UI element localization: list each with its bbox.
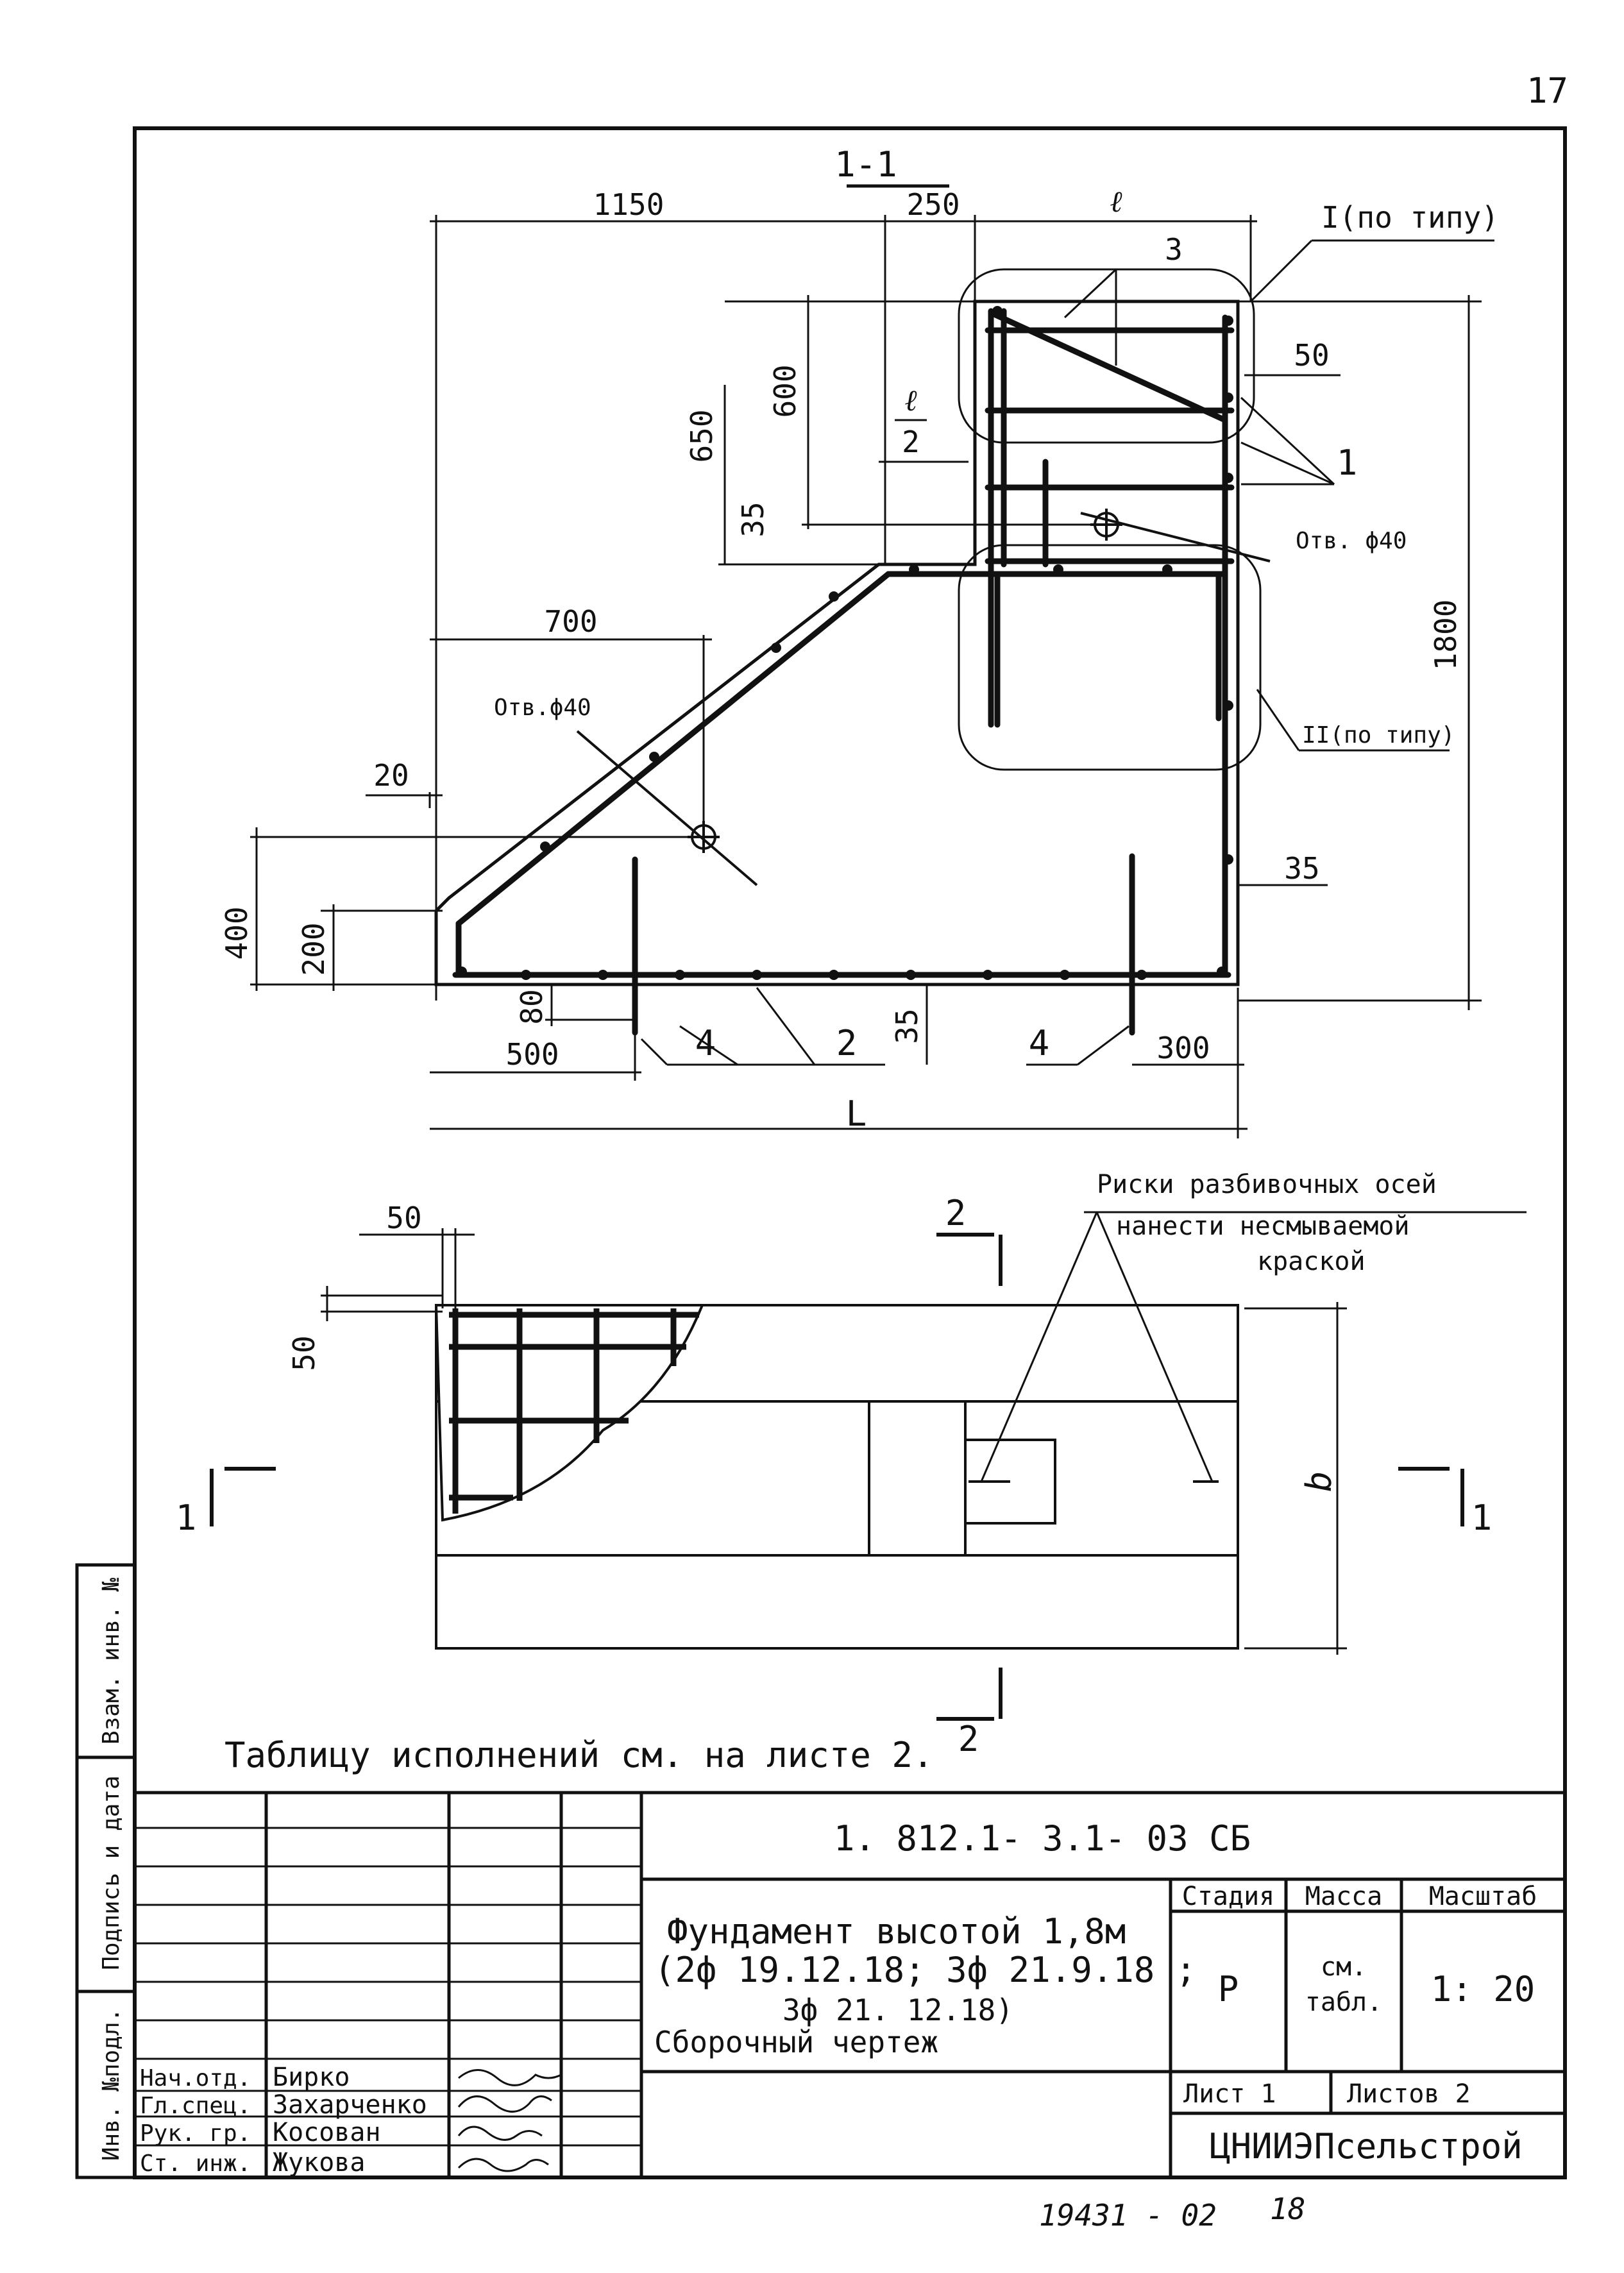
dim-500: 500	[505, 1037, 559, 1072]
staff-rows: Нач.отд. Бирко Гл.спец. Захарченко Рук. …	[140, 2063, 427, 2177]
hole-label-left: Отв.ϕ40	[494, 695, 591, 721]
footer-number: 19431 - 02	[1039, 2198, 1217, 2233]
footer-page: 18	[1270, 2192, 1305, 2226]
node-I-label: I(по типу)	[1321, 200, 1499, 235]
mass-value-2: табл.	[1305, 1988, 1382, 2017]
dim-35-right: 35	[1284, 851, 1319, 886]
table-note: Таблицу исполнений см. на листе 2.	[224, 1735, 933, 1775]
dim-50-right: 50	[1294, 338, 1329, 373]
dim-200: 200	[296, 922, 331, 976]
foundation-outline	[434, 300, 1240, 986]
sheets-label: Листов 2	[1347, 2079, 1471, 2109]
organization: ЦНИИЭПсельстрой	[1210, 2126, 1523, 2167]
staff-role: Гл.спец.	[140, 2093, 251, 2119]
node-II-outline	[958, 544, 1262, 771]
doc-code: 1. 812.1- 3.1- 03 СБ	[834, 1818, 1251, 1859]
position-3: 3	[1165, 232, 1183, 267]
cut-label-1-left: 1	[176, 1498, 197, 1538]
title-line-3: 3ф 21. 12.18)	[782, 1993, 1013, 2027]
sheet-frame	[133, 126, 1567, 2179]
dim-L: L	[846, 1094, 867, 1134]
cut-label-2-top: 2	[945, 1193, 967, 1233]
cut-markers	[210, 1233, 1464, 1721]
dim-1800: 1800	[1428, 600, 1463, 671]
signatures	[457, 2069, 562, 2172]
position-1: 1	[1337, 443, 1358, 483]
plan-dim-50-side: 50	[287, 1335, 321, 1371]
staff-name: Жукова	[273, 2148, 366, 2177]
position-2: 2	[836, 1023, 858, 1063]
stamp-podpis-data: Подпись и дата	[98, 1775, 124, 1970]
mass-label: Масса	[1305, 1882, 1382, 1911]
leader-lines	[640, 239, 1494, 1066]
staff-role: Нач.отд.	[140, 2065, 251, 2091]
stage-label: Стадия	[1182, 1882, 1275, 1911]
title-line-2: (2ф 19.12.18; 3ф 21.9.18 ;	[654, 1950, 1196, 1990]
hole-label-right: Отв. ϕ40	[1296, 528, 1407, 554]
section-title: 1-1	[834, 144, 897, 185]
dim-35-bottom: 35	[890, 1008, 924, 1044]
title-line-1: Фундамент высотой 1,8м	[667, 1911, 1126, 1952]
mesh-bars	[449, 1308, 699, 1514]
title-line-4: Сборочный чертеж	[654, 2025, 938, 2059]
stamp-inv-podl: Инв. №подл.	[98, 2008, 124, 2161]
staff-name: Косован	[273, 2118, 381, 2147]
staff-name: Бирко	[273, 2063, 350, 2092]
stamp-vzam-inv: Взам. инв. №	[98, 1578, 124, 1745]
dimension-lines	[250, 215, 1482, 1138]
dim-35-left: 35	[736, 502, 770, 537]
node-II-label: II(по типу)	[1302, 722, 1455, 748]
scale-value: 1: 20	[1431, 1969, 1535, 2009]
dim-400: 400	[219, 906, 254, 959]
staff-role: Ст. инж.	[140, 2150, 251, 2177]
note-line-2: нанести несмываемой	[1116, 1212, 1410, 1241]
cut-label-1-right: 1	[1471, 1498, 1493, 1538]
staff-role: Рук. гр.	[140, 2120, 251, 2147]
staff-name: Захарченко	[273, 2090, 427, 2120]
dim-80: 80	[514, 989, 549, 1024]
plan-dim-50-top: 50	[386, 1201, 421, 1235]
plan-dim-b: b	[1299, 1471, 1339, 1492]
plan-view: 50 50 b Риски разбивочных осей нанести н…	[176, 1170, 1527, 1759]
dim-l-half-num: ℓ	[904, 383, 917, 418]
scale-label: Масштаб	[1429, 1882, 1537, 1911]
mass-value-1: см.	[1321, 1952, 1367, 1982]
dim-1150: 1150	[593, 187, 664, 222]
cut-label-2-bottom: 2	[958, 1719, 979, 1759]
title-block: 1. 812.1- 3.1- 03 СБ Фундамент высотой 1…	[135, 1791, 1565, 2177]
note-line-3: краской	[1257, 1247, 1366, 1276]
mesh-breakout	[434, 1304, 704, 1522]
dim-650: 650	[684, 409, 719, 462]
side-stamp: Инв. №подл. Подпись и дата Взам. инв. №	[75, 1563, 137, 2179]
dim-250: 250	[906, 187, 960, 222]
sheet-label: Лист 1	[1183, 2079, 1276, 2109]
position-4-left: 4	[695, 1023, 716, 1063]
page-number: 17	[1527, 71, 1568, 111]
dim-20: 20	[373, 758, 409, 793]
dim-600: 600	[768, 364, 802, 418]
dim-300: 300	[1156, 1031, 1210, 1065]
dim-l-half-den: 2	[902, 425, 920, 459]
reinforcement	[452, 308, 1235, 1036]
section-1-1: 1-1	[219, 144, 1499, 1138]
dim-l: ℓ	[1110, 184, 1122, 219]
rebar-dots	[457, 306, 1233, 980]
note-line-1: Риски разбивочных осей	[1097, 1170, 1437, 1199]
position-4-right: 4	[1029, 1023, 1050, 1063]
plan-dimension-lines	[321, 1211, 1527, 1655]
stage-value: Р	[1218, 1969, 1239, 2009]
dim-700: 700	[544, 604, 597, 639]
